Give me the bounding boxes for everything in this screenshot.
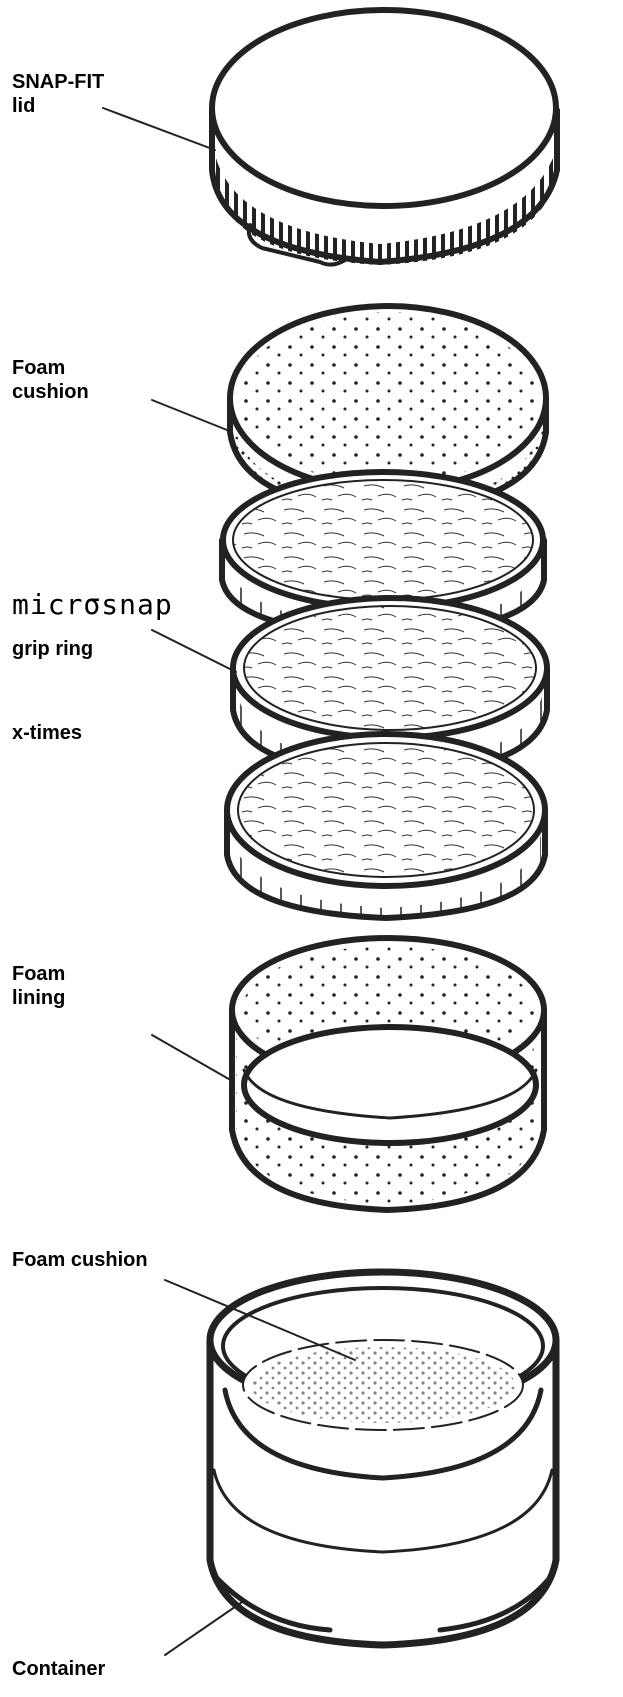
foam-lining-leader-line bbox=[152, 1035, 234, 1082]
foam-lining bbox=[232, 938, 544, 1210]
lid-leader-line bbox=[103, 108, 215, 150]
grip-ring-3 bbox=[227, 734, 545, 920]
foam-cushion-bottom bbox=[243, 1340, 523, 1430]
foam-cushion-top-leader-line bbox=[152, 400, 232, 432]
snap-fit-lid bbox=[212, 10, 557, 265]
grip-ring-leader-line bbox=[152, 630, 236, 672]
container bbox=[210, 1272, 556, 1645]
container-leader-line bbox=[165, 1600, 245, 1655]
